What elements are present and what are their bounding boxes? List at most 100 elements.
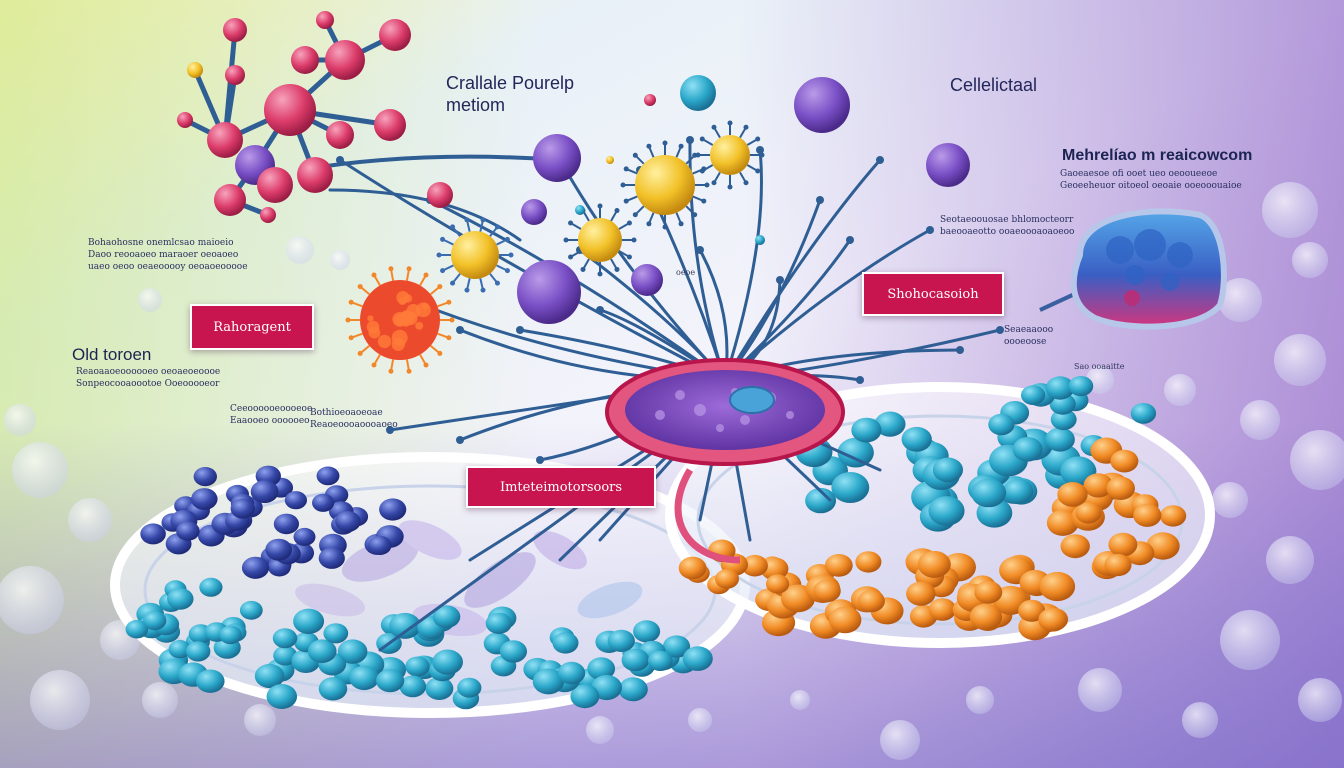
dish-cell <box>741 554 768 577</box>
dish-cell <box>969 603 1003 631</box>
spike-tip <box>449 317 455 323</box>
spike-tip <box>727 184 733 190</box>
dish-cell <box>457 677 482 698</box>
dish-cell <box>1083 473 1114 498</box>
spike-tip <box>348 335 354 341</box>
dish-cell <box>167 588 194 610</box>
molecule-atom <box>325 40 365 80</box>
molecule-atom <box>177 112 193 128</box>
label-right-sub: Gaoeaesoe ofi ooet ueo oeooueeoe Geoeehe… <box>1060 169 1242 191</box>
dish-cell <box>678 556 707 580</box>
spike-tip <box>568 254 574 260</box>
spike-tip <box>464 217 470 223</box>
bokeh-bubble <box>1292 242 1328 278</box>
dish-cell <box>389 612 421 639</box>
yellow-cell-body <box>635 155 695 215</box>
dish-cells <box>125 376 1187 710</box>
bokeh-bubble <box>1078 668 1122 712</box>
molecule-atom <box>297 157 333 193</box>
dish-cell <box>335 511 361 532</box>
yellow-cell-body <box>578 218 622 262</box>
spike-tip <box>348 299 354 305</box>
bokeh-bubble <box>1266 536 1314 584</box>
label-mid-left-1: Ceeoooooeoooeoe Eaaooeo oooooeo <box>230 404 313 426</box>
molecule-atom <box>257 167 293 203</box>
label-left-lower: Reaoaaoeoooooeo oeoaeoeoooe Sonpeocooaoo… <box>76 367 221 389</box>
dish-cell <box>499 640 528 663</box>
dish-cell <box>621 648 650 672</box>
bokeh-bubble <box>244 704 276 736</box>
dish-cell <box>273 513 300 535</box>
floating-particle <box>680 75 716 111</box>
spike-tip <box>508 252 514 258</box>
inset-cell <box>1070 208 1227 330</box>
dish-cell <box>928 598 957 621</box>
dish-cell <box>557 661 586 685</box>
dish-cell <box>273 645 298 666</box>
inset-cell-texture <box>1106 229 1193 291</box>
background-bubbles <box>0 182 1344 760</box>
bokeh-bubble <box>790 690 810 710</box>
dish-cell <box>1108 532 1138 557</box>
dish-cell <box>316 466 340 486</box>
bokeh-bubble <box>138 288 162 312</box>
dish-cell <box>831 472 870 503</box>
dish-cell <box>607 629 635 653</box>
dish-cell <box>837 437 874 468</box>
spike-tip <box>646 143 652 149</box>
spike-tip <box>699 168 705 174</box>
label-right-low-2: Sao ooaaitte <box>1074 362 1125 371</box>
dish-cell <box>241 556 270 579</box>
bokeh-bubble <box>12 442 68 498</box>
dish-cell <box>399 675 427 698</box>
spike-tip <box>727 120 733 126</box>
connector-end <box>776 276 784 284</box>
bokeh-bubble <box>1164 374 1196 406</box>
bokeh-bubble <box>966 686 994 714</box>
spike-tip <box>632 152 638 158</box>
dish-cell <box>1106 476 1135 500</box>
bokeh-bubble <box>286 236 314 264</box>
floating-particle <box>427 182 453 208</box>
dish-cell <box>312 493 335 512</box>
dish-cell <box>1002 478 1034 504</box>
spike-tip <box>711 124 717 130</box>
spike-tip <box>440 268 446 274</box>
connector-end <box>876 156 884 164</box>
bokeh-bubble <box>142 682 178 718</box>
dish-cell <box>432 649 463 675</box>
spike-tip <box>563 237 569 243</box>
bokeh-bubble <box>1262 182 1318 238</box>
molecule-atom <box>379 19 411 51</box>
dish-cell <box>379 498 407 521</box>
virus-texture <box>367 315 374 322</box>
box-center: Imteteimotorsoors <box>466 466 656 508</box>
spike-tip <box>480 217 486 223</box>
dish-cell <box>906 581 936 606</box>
spike-tip <box>580 266 586 272</box>
dish-cell <box>307 639 337 663</box>
molecule-atom <box>326 121 354 149</box>
floating-particle <box>533 134 581 182</box>
dish-cell <box>143 611 167 631</box>
dish-cell <box>1045 376 1075 400</box>
spike-tip <box>620 182 626 188</box>
bokeh-bubble <box>1290 430 1344 490</box>
spike-tip <box>614 208 620 214</box>
spike-tip <box>446 299 452 305</box>
dish-cell <box>1050 408 1077 431</box>
spike-tip <box>371 362 377 368</box>
dish-cell <box>851 417 882 443</box>
dish-cell <box>337 639 368 664</box>
molecule-atom <box>214 184 246 216</box>
dish-cell <box>1068 376 1094 397</box>
spike-tip <box>695 152 701 158</box>
dish-cell <box>425 677 454 700</box>
dish-cell <box>485 612 512 634</box>
dish-cell <box>349 665 380 691</box>
spike-tip <box>704 182 710 188</box>
spike-tip <box>568 220 574 226</box>
spike-tip <box>388 368 394 374</box>
molecule-atom <box>207 122 243 158</box>
